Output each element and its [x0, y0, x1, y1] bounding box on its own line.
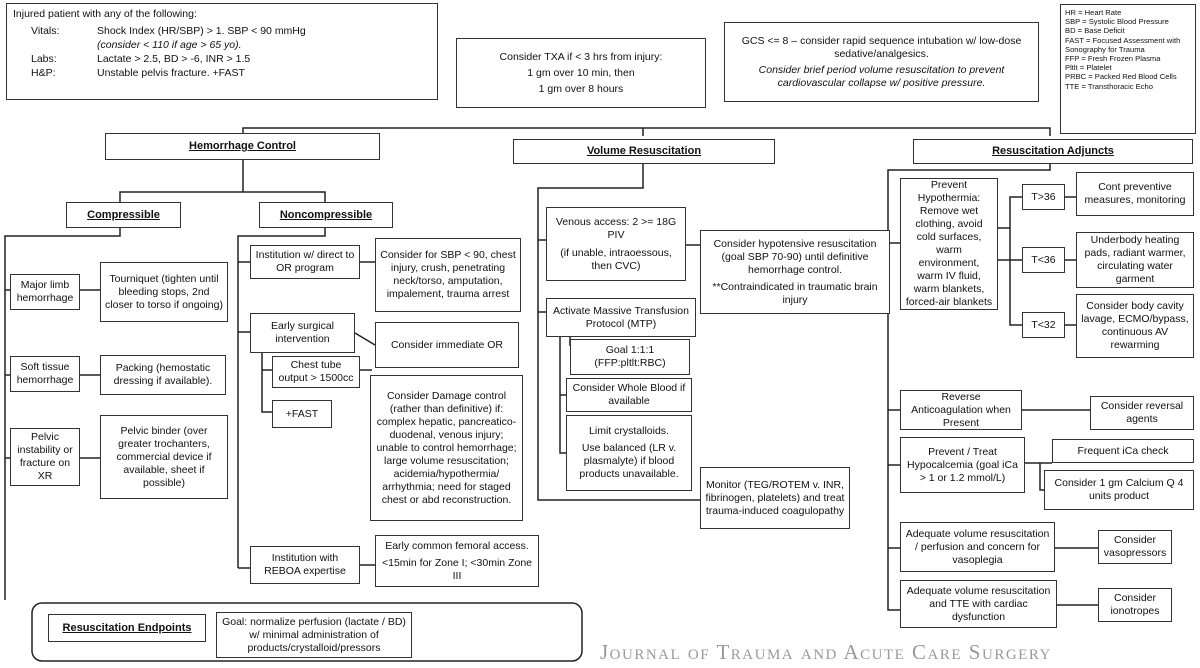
- trigger-label-blank: [31, 39, 91, 52]
- txa-line-3: 1 gm over 8 hours: [538, 82, 624, 95]
- reboa-zones: <15min for Zone I; <30min Zone III: [382, 556, 532, 582]
- damage-control: Consider Damage control (rather than def…: [370, 375, 523, 521]
- early-surgical-intervention: Early surgical intervention: [250, 313, 355, 353]
- txa-box: Consider TXA if < 3 hrs from injury: 1 g…: [456, 38, 706, 108]
- txa-line-2: 1 gm over 10 min, then: [527, 66, 635, 79]
- temp-lt36-action: Underbody heating pads, radiant warmer, …: [1076, 232, 1194, 288]
- temp-lt36: T<36: [1022, 247, 1065, 273]
- noncompressible-header: Noncompressible: [259, 202, 393, 228]
- chest-tube-output: Chest tube output > 1500cc: [272, 356, 360, 388]
- trigger-value-age: (consider < 110 if age > 65 yo).: [97, 39, 242, 51]
- gcs-line: GCS <= 8 – consider rapid sequence intub…: [741, 34, 1022, 60]
- resuscitation-adjuncts-header: Resuscitation Adjuncts: [913, 139, 1193, 164]
- temp-lt32-action: Consider body cavity lavage, ECMO/bypass…: [1076, 294, 1194, 358]
- packing-action: Packing (hemostatic dressing if availabl…: [100, 355, 226, 395]
- temp-gt36-action: Cont preventive measures, monitoring: [1076, 172, 1194, 216]
- reboa-expertise: Institution with REBOA expertise: [250, 546, 360, 584]
- major-limb-hemorrhage: Major limb hemorrhage: [10, 274, 80, 310]
- pelvic-instability: Pelvic instability or fracture on XR: [10, 428, 80, 486]
- consider-ionotropes: Consider ionotropes: [1098, 588, 1172, 622]
- gcs-italic: Consider brief period volume resuscitati…: [758, 63, 1005, 89]
- temp-gt36: T>36: [1022, 184, 1065, 210]
- or-criteria: Consider for SBP < 90, chest injury, cru…: [375, 238, 521, 312]
- prevent-hypocalcemia: Prevent / Treat Hypocalcemia (goal iCa >…: [900, 437, 1025, 493]
- direct-or-program: Institution w/ direct to OR program: [250, 245, 360, 279]
- cardiac-dysfunction: Adequate volume resuscitation and TTE wi…: [900, 580, 1057, 628]
- prevent-hypothermia: Prevent Hypothermia: Remove wet clothing…: [900, 178, 998, 310]
- venous-access-text: Venous access: 2 >= 18G PIV: [555, 215, 677, 241]
- trigger-label-hp: H&P:: [31, 67, 56, 79]
- limit-crystalloids-text: Limit crystalloids.: [589, 425, 669, 437]
- mtp-goal-ratio: (FFP:pltlt:RBC): [594, 357, 666, 369]
- pelvic-binder-action: Pelvic binder (over greater trochanters,…: [100, 415, 228, 499]
- hemorrhage-control-header: Hemorrhage Control: [105, 133, 380, 160]
- balanced-fluids: Use balanced (LR v. plasmalyte) if blood…: [579, 442, 679, 480]
- trigger-label-vitals: Vitals:: [31, 25, 60, 37]
- tbi-contraindication: **Contraindicated in traumatic brain inj…: [712, 280, 878, 306]
- abbreviation-legend: HR = Heart Rate SBP = Systolic Blood Pre…: [1060, 4, 1196, 134]
- endpoints-goal: Goal: normalize perfusion (lactate / BD)…: [216, 612, 412, 658]
- compressible-header: Compressible: [66, 202, 181, 228]
- trigger-value-hp: Unstable pelvis fracture. +FAST: [97, 67, 245, 79]
- trigger-value-labs: Lactate > 2.5, BD > -6, INR > 1.5: [97, 53, 251, 65]
- legend-item: FFP = Fresh Frozen Plasma: [1065, 54, 1161, 64]
- temp-lt32: T<32: [1022, 312, 1065, 338]
- trigger-criteria-box: Injured patient with any of the followin…: [6, 3, 438, 100]
- activate-mtp: Activate Massive Transfusion Protocol (M…: [546, 298, 696, 337]
- soft-tissue-hemorrhage: Soft tissue hemorrhage: [10, 356, 80, 392]
- legend-item: TTE = Transthoracic Echo: [1065, 81, 1153, 91]
- fast-positive: +FAST: [272, 400, 332, 428]
- hypotensive-text: Consider hypotensive resuscitation (goal…: [713, 237, 877, 276]
- trigger-rows: Vitals: Shock Index (HR/SBP) > 1. SBP < …: [31, 25, 306, 80]
- mtp-goal: Goal 1:1:1 (FFP:pltlt:RBC): [570, 339, 690, 375]
- limit-crystalloids: Limit crystalloids. Use balanced (LR v. …: [566, 415, 692, 491]
- legend-item: FAST = Focused Assessment with Sonograph…: [1065, 35, 1181, 54]
- volume-resuscitation-header: Volume Resuscitation: [513, 139, 775, 164]
- legend-item: PRBC = Packed Red Blood Cells: [1065, 72, 1177, 82]
- legend-item: BD = Base Deficit: [1065, 26, 1125, 36]
- legend-item: Pltlt = Platelet: [1065, 63, 1112, 73]
- legend-item: HR = Heart Rate: [1065, 8, 1122, 17]
- consider-vasopressors: Consider vasopressors: [1098, 530, 1172, 564]
- trigger-value-vitals: Shock Index (HR/SBP) > 1. SBP < 90 mmHg: [97, 25, 306, 37]
- trigger-title: Injured patient with any of the followin…: [13, 8, 197, 20]
- venous-access-alt: (if unable, intraoessous, then CVC): [560, 246, 672, 272]
- gcs-box: GCS <= 8 – consider rapid sequence intub…: [724, 22, 1039, 102]
- calcium-dose: Consider 1 gm Calcium Q 4 units product: [1044, 470, 1194, 510]
- resuscitation-endpoints-header: Resuscitation Endpoints: [48, 614, 206, 642]
- femoral-access: Early common femoral access. <15min for …: [375, 535, 539, 587]
- monitor-coagulopathy: Monitor (TEG/ROTEM v. INR, fibrinogen, p…: [700, 467, 850, 529]
- journal-watermark: Journal of Trauma and Acute Care Surgery: [600, 640, 1052, 664]
- hypotensive-resuscitation: Consider hypotensive resuscitation (goal…: [700, 230, 890, 314]
- frequent-ica-check: Frequent iCa check: [1052, 439, 1194, 463]
- immediate-or: Consider immediate OR: [375, 322, 519, 368]
- reversal-agents: Consider reversal agents: [1090, 396, 1194, 430]
- reverse-anticoagulation: Reverse Anticoagulation when Present: [900, 390, 1022, 430]
- trigger-label-labs: Labs:: [31, 53, 57, 65]
- femoral-access-text: Early common femoral access.: [385, 539, 529, 552]
- whole-blood: Consider Whole Blood if available: [566, 378, 692, 412]
- vasoplegia-concern: Adequate volume resuscitation / perfusio…: [900, 522, 1055, 572]
- txa-line-1: Consider TXA if < 3 hrs from injury:: [499, 50, 663, 63]
- venous-access: Venous access: 2 >= 18G PIV (if unable, …: [546, 207, 686, 281]
- mtp-goal-text: Goal 1:1:1: [605, 344, 655, 356]
- tourniquet-action: Tourniquet (tighten until bleeding stops…: [100, 262, 228, 322]
- legend-item: SBP = Systolic Blood Pressure: [1065, 17, 1169, 27]
